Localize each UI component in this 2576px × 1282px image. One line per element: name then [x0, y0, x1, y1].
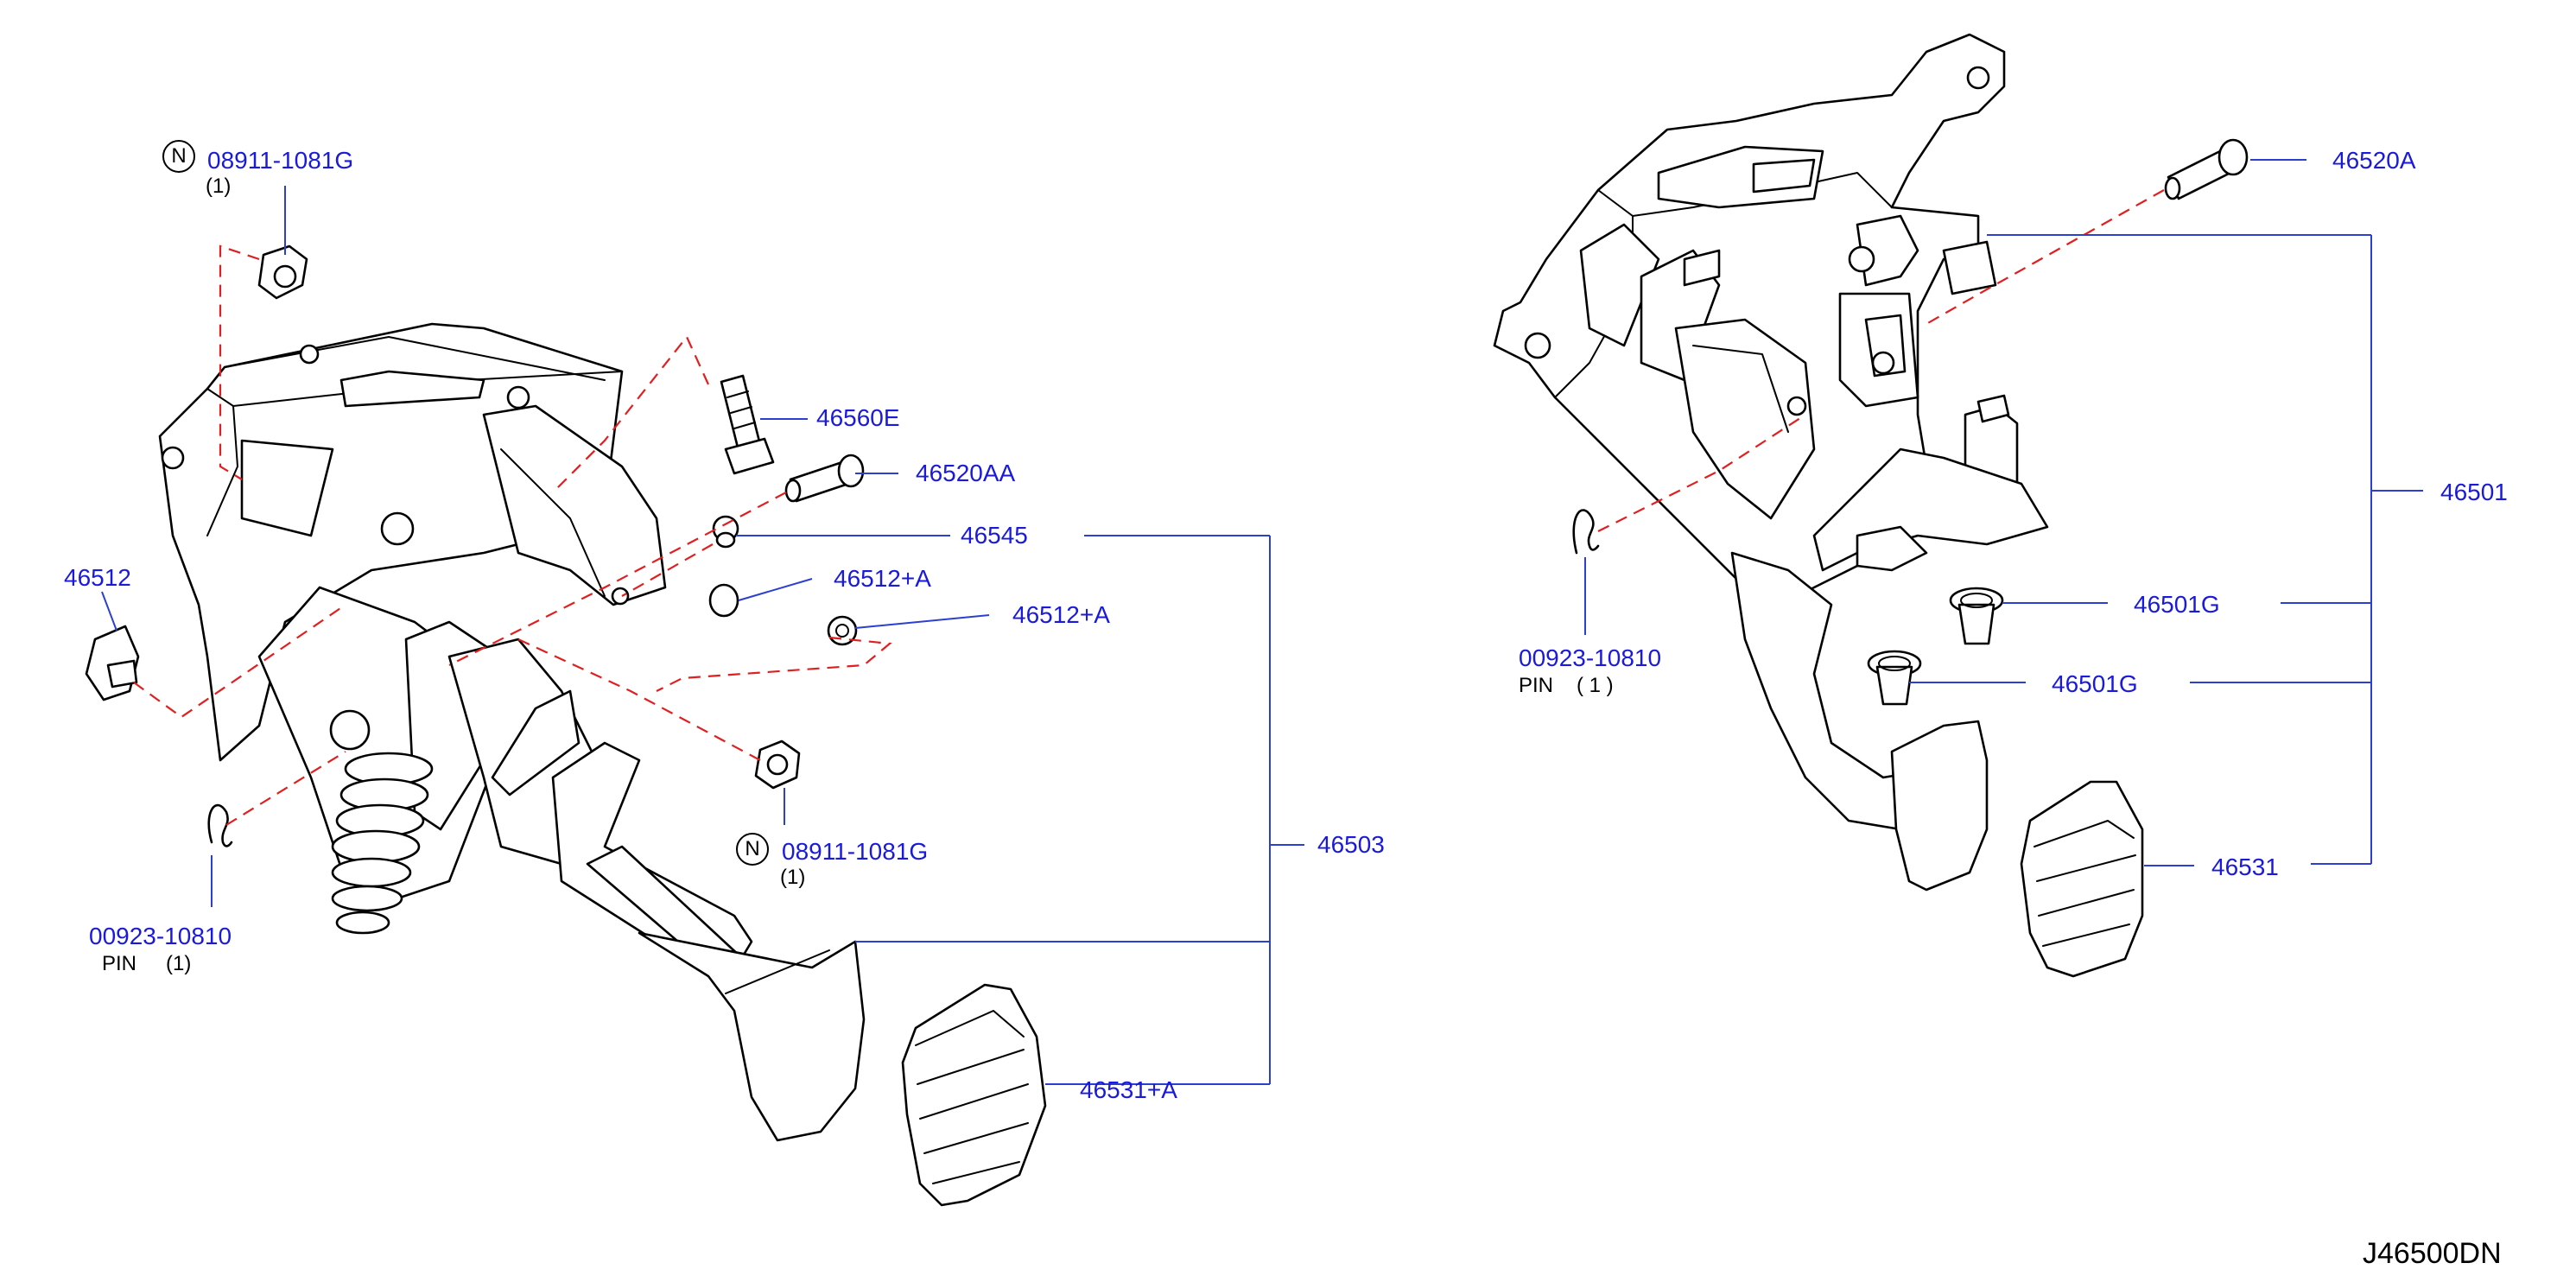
left-nut-top [257, 244, 308, 300]
label-46531A[interactable]: 46531+A [1080, 1076, 1177, 1103]
left-dashed-guides [133, 244, 892, 826]
left-bush-46545 [712, 515, 739, 549]
pin-qty-right: ( 1 ) [1577, 674, 1614, 697]
left-pin [207, 803, 233, 847]
left-nut-top-badge: N [162, 140, 195, 173]
label-46501G-1[interactable]: 46501G [2134, 591, 2220, 618]
left-clip-46512 [85, 625, 140, 701]
left-pedal-bracket [158, 322, 866, 1142]
label-46501[interactable]: 46501 [2440, 479, 2508, 505]
left-nut-bottom [754, 739, 801, 790]
label-46512A-1[interactable]: 46512+A [834, 565, 931, 592]
left-bolt-46560E [720, 374, 775, 475]
pin-qty-left: (1) [166, 952, 192, 975]
right-pedal-bracket [1493, 33, 2049, 892]
right-dashed-guides [1597, 189, 2165, 532]
qty-08911-1081G-top: (1) [206, 175, 232, 198]
label-08911-1081G-bottom[interactable]: 08911-1081G [782, 838, 929, 865]
right-leader-lines [1584, 159, 2423, 866]
label-46520AA[interactable]: 46520AA [916, 460, 1016, 486]
pin-note-right: PIN [1519, 674, 1554, 697]
label-46503[interactable]: 46503 [1317, 831, 1385, 858]
return-spring [329, 709, 434, 935]
label-00923-10810-left[interactable]: 00923-10810 [89, 923, 232, 949]
label-08911-1081G-top[interactable]: 08911-1081G [207, 147, 354, 174]
label-46560E[interactable]: 46560E [816, 404, 900, 431]
left-pedal-pad [901, 983, 1047, 1207]
left-bolt-46520AA [784, 454, 865, 503]
right-grommet-1 [1949, 587, 2004, 645]
label-00923-10810-right[interactable]: 00923-10810 [1519, 644, 1662, 671]
right-pin [1572, 509, 1600, 555]
label-46520A[interactable]: 46520A [2332, 147, 2416, 174]
right-bolt-46520A [2164, 138, 2249, 200]
qty-08911-1081G-bottom: (1) [780, 866, 806, 889]
diagram-reference-code: J46500DN [2363, 1237, 2502, 1270]
left-leader-lines [101, 186, 1304, 1085]
label-46512A-2[interactable]: 46512+A [1012, 601, 1110, 628]
right-pedal-pad [2020, 780, 2144, 978]
label-46545[interactable]: 46545 [961, 522, 1028, 549]
left-nut-bottom-badge: N [736, 833, 769, 866]
right-grommet-2 [1867, 650, 1922, 706]
left-stop-46512A-1 [708, 583, 739, 618]
label-46531[interactable]: 46531 [2211, 854, 2279, 880]
pin-note-left: PIN [102, 952, 137, 975]
label-46512[interactable]: 46512 [64, 564, 131, 591]
label-46501G-2[interactable]: 46501G [2052, 670, 2138, 697]
